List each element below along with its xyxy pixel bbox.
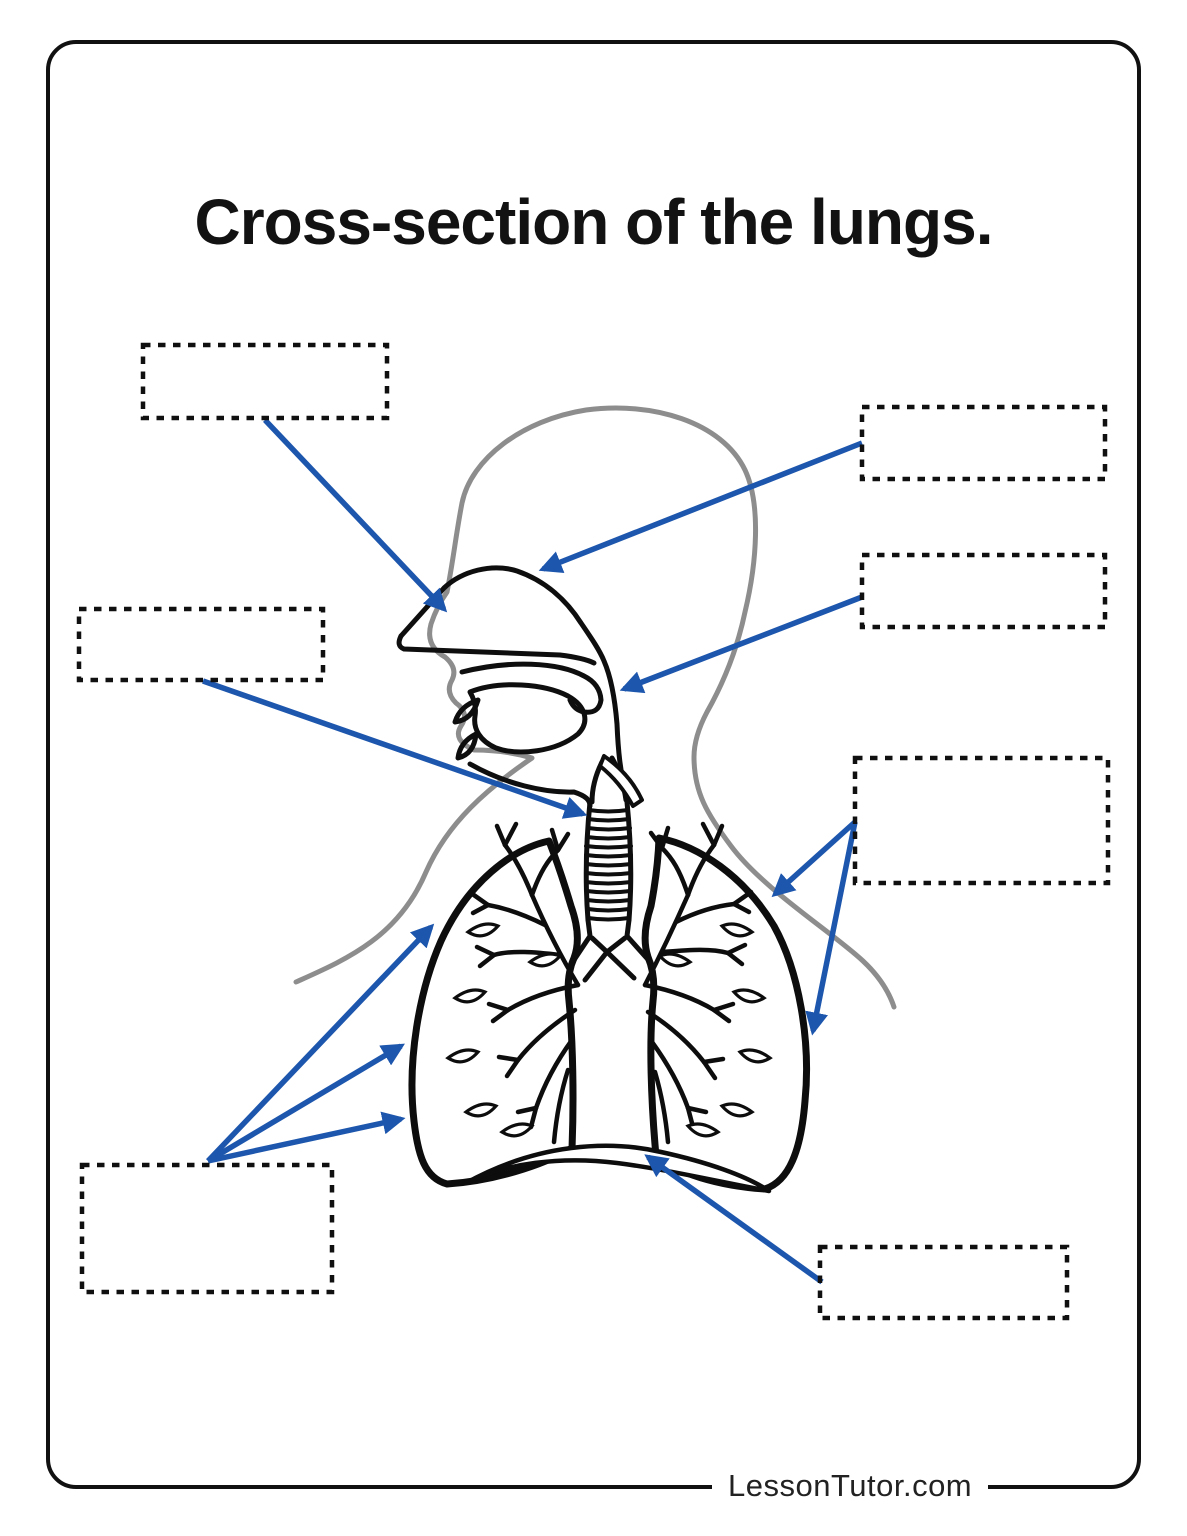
arrow-to-diaphragm (644, 1154, 824, 1285)
head-silhouette (293, 405, 897, 1010)
page-title: Cross-section of the lungs. (194, 185, 994, 258)
label-box-bottom-left[interactable] (79, 1162, 335, 1295)
epiglottis (598, 754, 644, 808)
tongue (467, 682, 588, 755)
footer-brand: LessonTutor.com (712, 1468, 989, 1504)
label-box-top-left[interactable] (140, 342, 390, 421)
diaphragm (463, 1143, 772, 1194)
label-box-mid-left[interactable] (76, 606, 326, 683)
left-bronchial-tree (445, 821, 581, 1145)
nasal-cavity (398, 565, 630, 801)
label-box-top-right[interactable] (859, 404, 1108, 482)
right-bronchial-tree (642, 821, 773, 1145)
arrow-to-nasal-cavity (538, 440, 864, 573)
arrow-to-left-lung-middle (206, 1043, 405, 1164)
bronchi (567, 917, 655, 983)
left-lung (408, 837, 581, 1188)
trachea-rings (584, 808, 633, 922)
page-border-frame (46, 40, 1141, 1489)
respiratory-outline (396, 565, 655, 983)
label-box-right-lower[interactable] (852, 755, 1111, 886)
label-box-bottom-right[interactable] (817, 1244, 1070, 1321)
label-box-right-upper[interactable] (859, 552, 1108, 630)
arrow-to-nose (263, 418, 448, 613)
palate (459, 661, 604, 715)
arrow-to-right-lung-lower (805, 821, 858, 1036)
arrow-to-right-lung-upper (771, 819, 857, 898)
arrow-to-trachea (202, 678, 588, 819)
arrow-to-left-lung-upper (206, 923, 435, 1163)
arrow-to-left-lung-lower (207, 1111, 406, 1164)
arrow-to-pharynx (619, 594, 863, 694)
